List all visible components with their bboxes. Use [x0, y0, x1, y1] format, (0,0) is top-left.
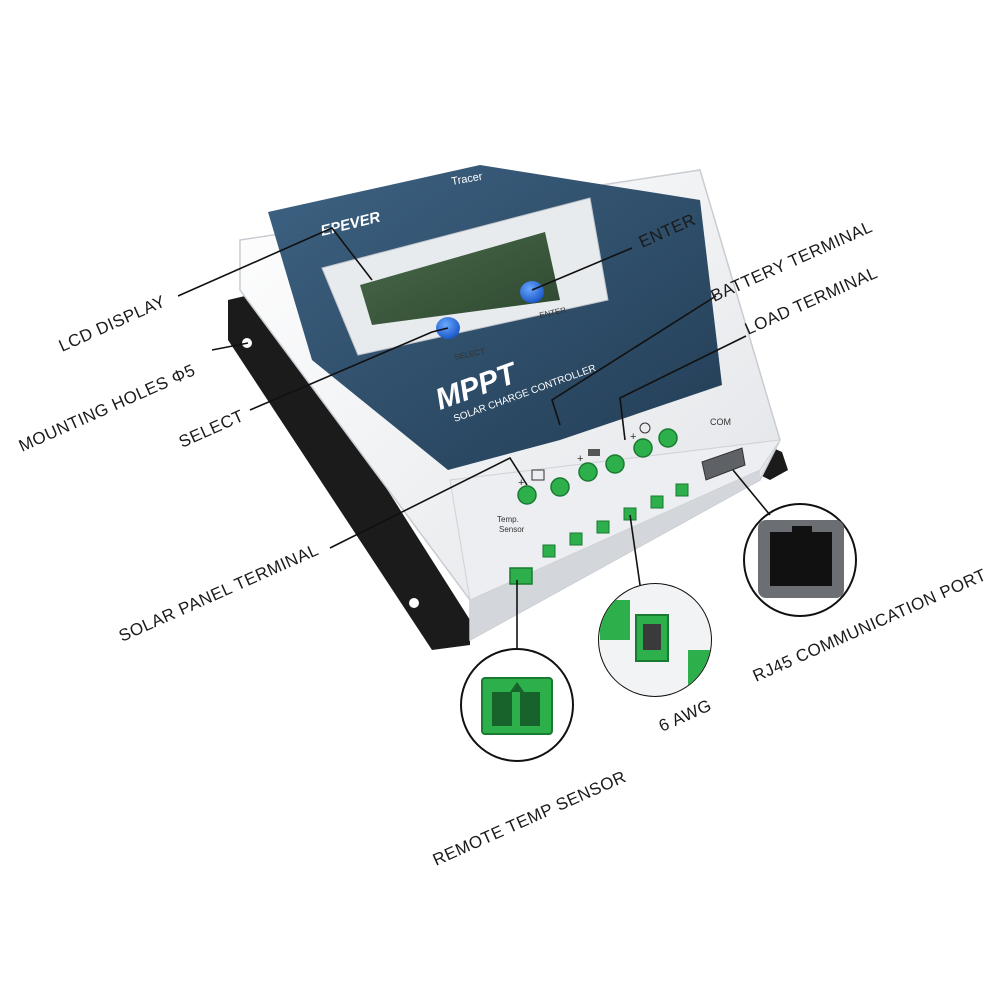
- callout-lcd-display: LCD DISPLAY: [56, 292, 169, 356]
- battery-plus-sign: +: [577, 453, 583, 465]
- zoom-awg-terminal: [598, 583, 712, 697]
- zoom-rj45-port: [743, 503, 857, 617]
- callout-mounting-holes: MOUNTING HOLES Φ5: [16, 361, 198, 456]
- wire-entry-slots: [542, 483, 689, 558]
- terminal-screws: [517, 428, 678, 505]
- callout-6-awg: 6 AWG: [656, 696, 715, 736]
- temp-sensor-connector: [509, 567, 533, 585]
- zoom-temp-sensor: [460, 648, 574, 762]
- load-bulb-icon: [639, 422, 651, 434]
- temp-label-line1: Temp.: [497, 515, 519, 524]
- solar-panel-icon: [531, 469, 545, 481]
- rj45-port-on-device: [701, 447, 746, 481]
- callout-solar-panel-terminal: SOLAR PANEL TERMINAL: [116, 540, 322, 645]
- leader-lines: [177, 227, 771, 649]
- mounting-hole-bottom: [409, 598, 419, 608]
- lcd-display: [321, 197, 609, 356]
- battery-icon: [588, 449, 600, 456]
- model-name: Tracer: [450, 171, 483, 188]
- callout-select: SELECT: [176, 406, 247, 451]
- temp-label-line2: Sensor: [499, 525, 525, 534]
- com-label: COM: [710, 417, 731, 427]
- callout-remote-temp-sensor: REMOTE TEMP SENSOR: [430, 767, 629, 870]
- load-plus-sign: +: [630, 431, 636, 443]
- solar-plus-sign: +: [518, 477, 524, 489]
- enter-button[interactable]: [520, 281, 544, 303]
